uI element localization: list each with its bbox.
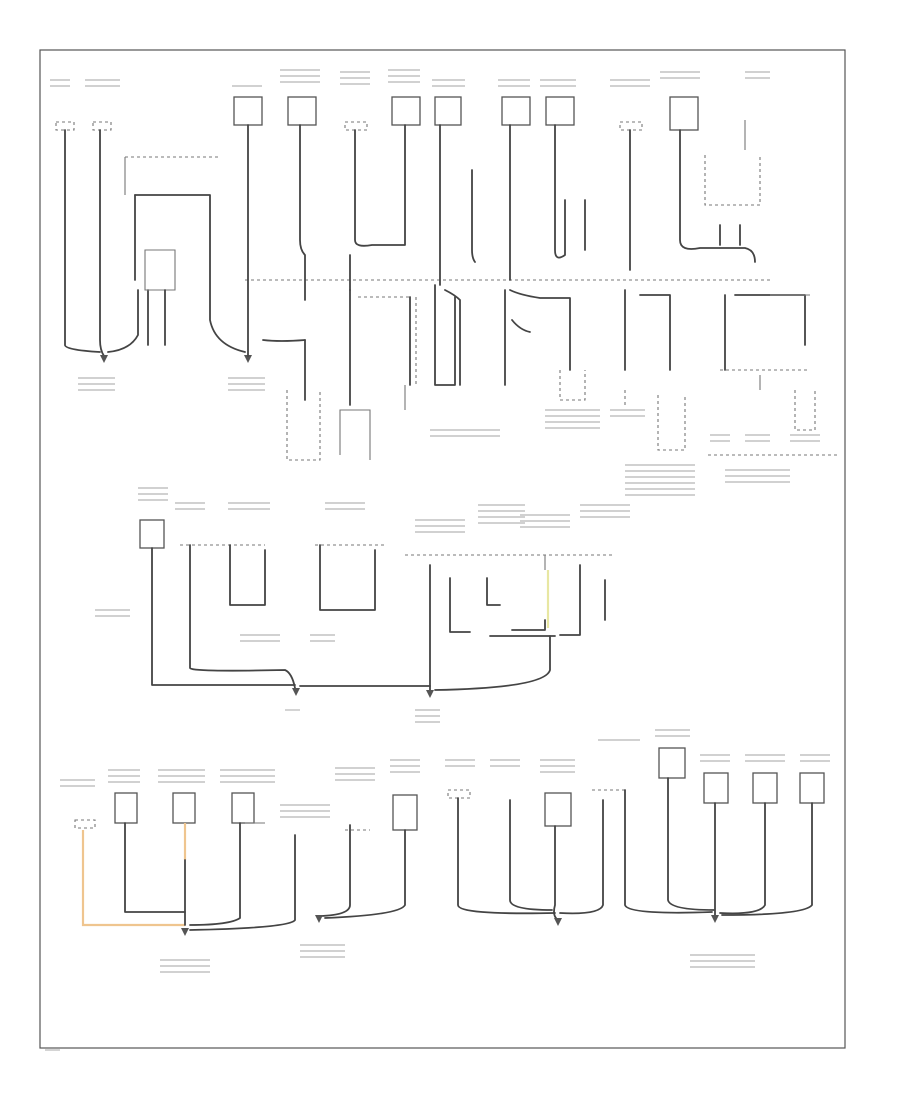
component-box xyxy=(392,794,418,831)
component-box xyxy=(619,121,643,131)
bottom-section xyxy=(74,747,825,936)
illegible-labels xyxy=(45,69,830,1051)
component-box xyxy=(545,96,575,126)
component-box xyxy=(172,792,196,824)
component-box xyxy=(799,772,825,804)
component-box xyxy=(391,96,421,126)
diagram-frame xyxy=(39,49,846,1049)
component-box xyxy=(287,96,317,126)
component-box xyxy=(114,792,138,824)
component-box xyxy=(658,747,686,779)
component-box xyxy=(752,772,778,804)
component-box xyxy=(544,792,572,827)
component-box xyxy=(233,96,263,126)
component-box xyxy=(447,789,471,799)
component-box xyxy=(74,819,96,829)
component-box xyxy=(231,792,255,824)
component-box xyxy=(703,772,729,804)
component-box xyxy=(344,121,368,131)
component-box xyxy=(669,96,699,131)
middle-section xyxy=(139,519,615,698)
component-box xyxy=(501,96,531,126)
component-box xyxy=(434,96,462,126)
component-box xyxy=(92,121,112,131)
component-box xyxy=(139,519,165,549)
component-box xyxy=(55,121,75,131)
top-section xyxy=(55,96,840,461)
